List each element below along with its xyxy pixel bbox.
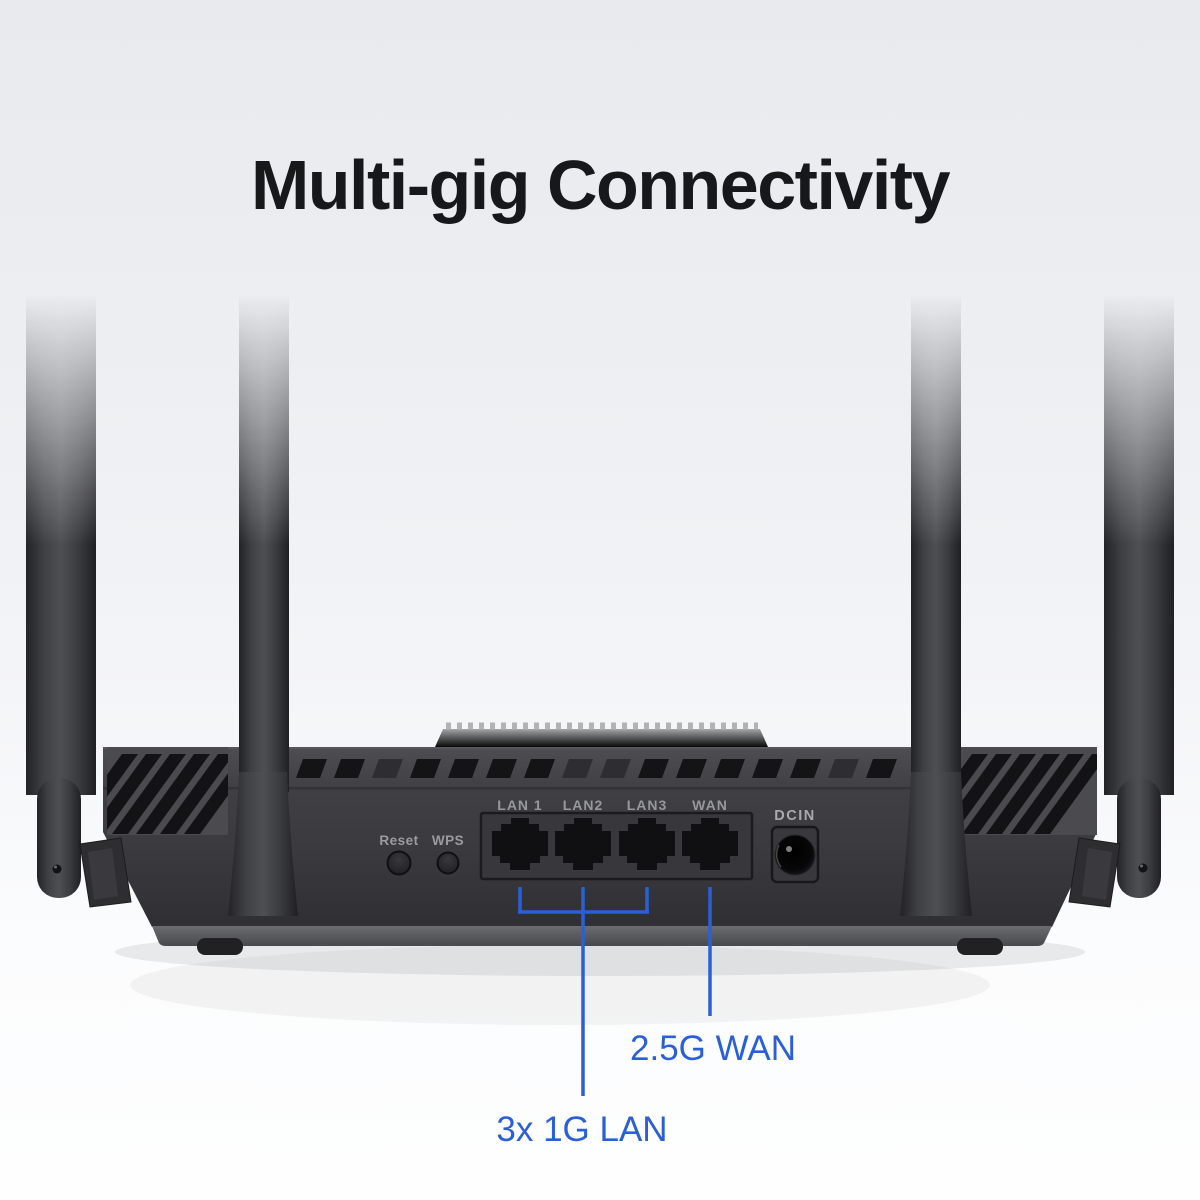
dc-in-group: DCIN <box>770 808 820 884</box>
reset-label: Reset <box>379 833 418 848</box>
floor-shadow-soft <box>130 945 990 1025</box>
wan-label: WAN <box>692 797 728 813</box>
page-title: Multi-gig Connectivity <box>250 146 951 224</box>
lan-callout-text: 3x 1G LAN <box>496 1110 667 1149</box>
foot-right <box>957 938 1003 955</box>
wps-label: WPS <box>432 833 464 848</box>
antenna-inner-right <box>911 280 961 792</box>
antenna-outer-right <box>1104 280 1174 898</box>
dc-in-label: DCIN <box>774 808 815 824</box>
antenna-hinge-left <box>79 837 132 908</box>
port-group: LAN 1 LAN2 LAN3 WAN <box>479 797 754 881</box>
antenna-hinge-right <box>1068 837 1121 908</box>
antenna-base-left <box>228 772 298 916</box>
callouts <box>518 887 712 1096</box>
vent-block-left <box>107 747 228 835</box>
lan-callout-bracket <box>518 887 649 1096</box>
lan3-label: LAN3 <box>627 797 668 813</box>
antenna-screw-right <box>1138 863 1148 873</box>
wan-callout-text: 2.5G WAN <box>630 1029 796 1068</box>
antenna-outer-left <box>26 280 96 898</box>
antenna-base-right <box>900 772 972 916</box>
reset-button <box>386 850 412 876</box>
lan1-label: LAN 1 <box>497 797 542 813</box>
antenna-screw-left <box>52 864 62 874</box>
dc-jack <box>774 834 816 876</box>
top-ridge <box>435 722 768 747</box>
vent-block-right <box>957 747 1097 835</box>
foot-left <box>197 938 243 955</box>
wps-button <box>436 851 460 875</box>
base-strip <box>152 926 1052 946</box>
lan2-label: LAN2 <box>563 797 604 813</box>
button-group: Reset WPS <box>379 833 464 876</box>
antenna-inner-left <box>239 280 289 792</box>
